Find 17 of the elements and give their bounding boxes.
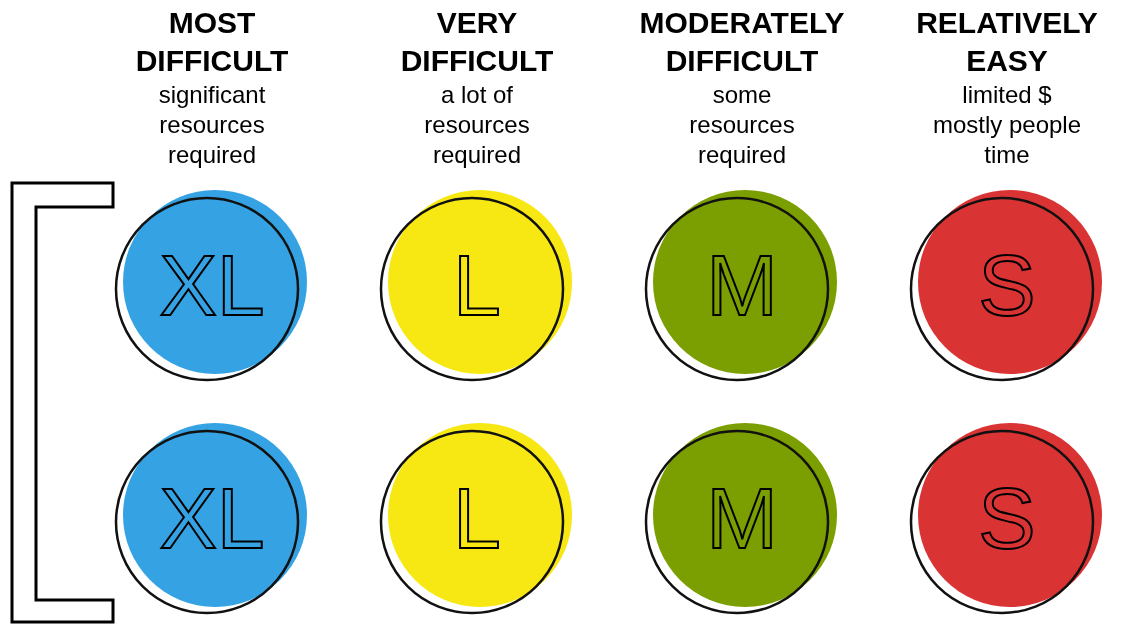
column-subtitle: significant resources required [157, 80, 267, 170]
size-letter: L [453, 242, 501, 328]
column-heading: VERY DIFFICULT [399, 5, 555, 79]
size-letter: L [453, 475, 501, 561]
size-letter: M [706, 475, 778, 561]
size-letter: S [978, 475, 1036, 561]
bracket [10, 181, 115, 624]
column-subtitle: a lot of resources required [423, 80, 531, 170]
column-heading: MOST DIFFICULT [134, 5, 290, 79]
size-letter: S [978, 242, 1036, 328]
size-letter: XL [159, 242, 265, 328]
size-letter: M [706, 242, 778, 328]
size-letter: XL [159, 475, 265, 561]
column-heading: MODERATELY DIFFICULT [638, 5, 846, 79]
column-heading: RELATIVELY EASY [915, 5, 1099, 79]
column-subtitle: limited $ mostly people time [931, 80, 1083, 170]
column-subtitle: some resources required [688, 80, 796, 170]
